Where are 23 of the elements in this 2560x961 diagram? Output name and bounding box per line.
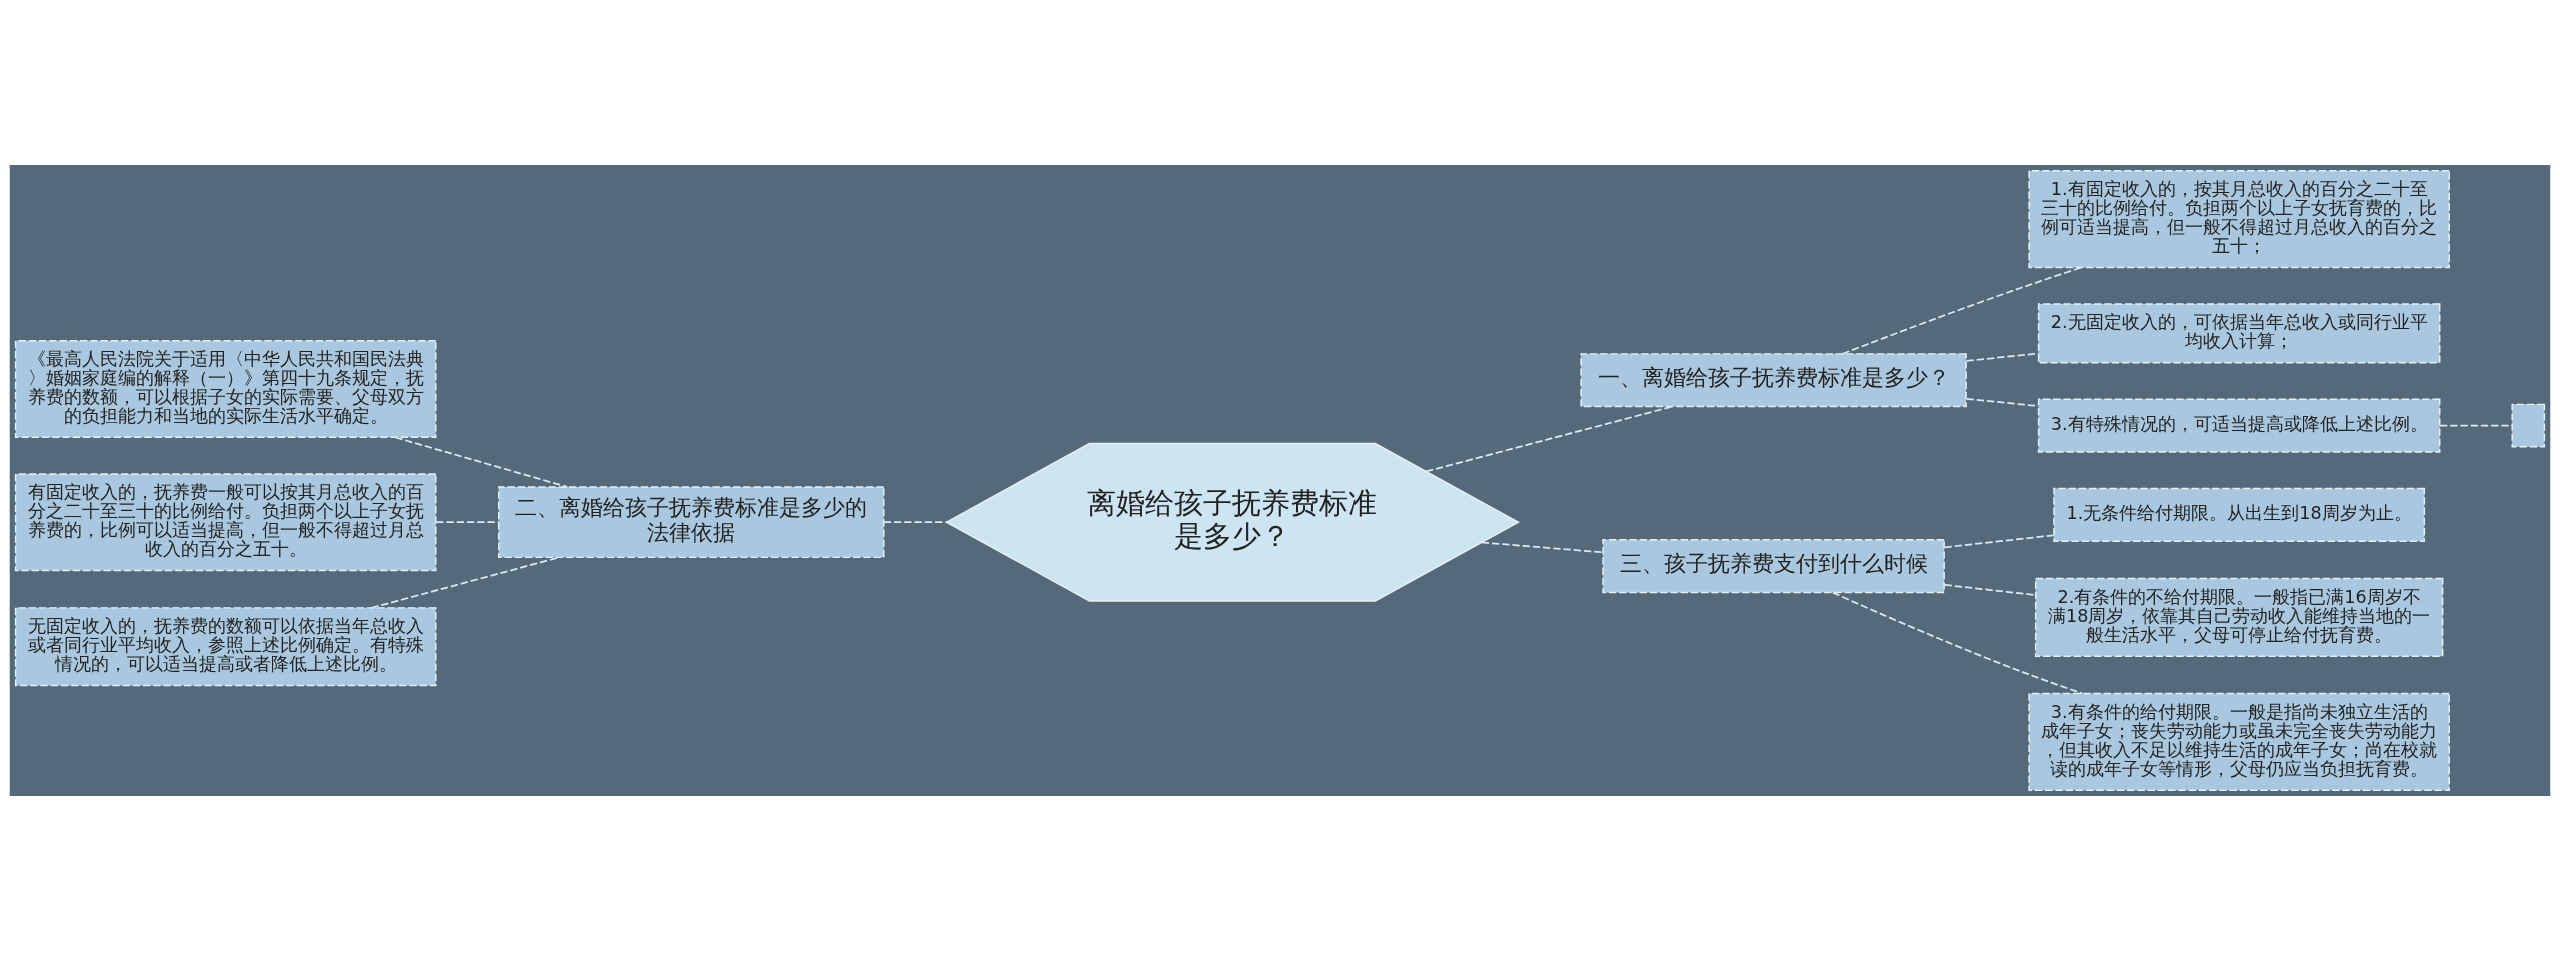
- node-box: 有固定收入的，抚养费一般可以按其月总收入的百分之二十至三十的比例给付。负担两个以上子女抚养费的，比例可以适当提高，但一般不得超过月总收入的百分之五十。: [14, 473, 437, 572]
- node-box: 2.无固定收入的，可依据当年总收入或同行业平均收入计算；: [2037, 303, 2441, 364]
- node-box: 《最高人民法院关于适用〈中华人民共和国民法典〉婚姻家庭编的解释（一）》第四十九条规定，抚养费的数额，可以根据子女的实际需要、父母双方的负担能力和当地的实际生活水平确定。: [14, 339, 437, 439]
- node-box: 一、离婚给孩子抚养费标准是多少？: [1580, 353, 1967, 408]
- connector: [1425, 405, 1674, 473]
- node-box: 1.有固定收入的，按其月总收入的百分之二十至三十的比例给付。负担两个以上子女抚育费的，比例可适当提高，但一般不得超过月总收入的百分之五十；: [2028, 170, 2450, 269]
- connector: [1832, 591, 2084, 695]
- node-box: 三、孩子抚养费支付到什么时候: [1602, 539, 1945, 594]
- connector: [370, 556, 560, 609]
- node-box: 二、离婚给孩子抚养费标准是多少的法律依据: [498, 486, 885, 559]
- connector: [883, 521, 948, 524]
- connector: [1965, 398, 2040, 407]
- connector: [394, 436, 569, 488]
- connector: [1841, 266, 2083, 355]
- node-box: 2.有条件的不给付期限。一般指已满16周岁不满18周岁，依靠其自己劳动收入能维持当地的一般生活水平，父母可停止给付抚育费。: [2034, 577, 2444, 657]
- connector: [435, 521, 500, 524]
- node-box: 3.有特殊情况的，可适当提高或降低上述比例。: [2037, 398, 2441, 453]
- node-box: [2511, 403, 2546, 448]
- node-box: 3.有条件的给付期限。一般是指尚未独立生活的成年子女；丧失劳动能力或虽未完全丧失劳动能力，但其收入不足以维持生活的成年子女；尚在校就读的成年子女等情形，父母仍应当负担抚育费。: [2028, 692, 2450, 791]
- connector: [1943, 534, 2055, 549]
- node-box: 1.无条件给付期限。从出生到18周岁为止。: [2053, 487, 2426, 542]
- node-box: 无固定收入的，抚养费的数额可以依据当年总收入或者同行业平均收入，参照上述比例确定。有特殊情况的，可以适当提高或者降低上述比例。: [14, 607, 437, 687]
- connector: [1480, 541, 1604, 554]
